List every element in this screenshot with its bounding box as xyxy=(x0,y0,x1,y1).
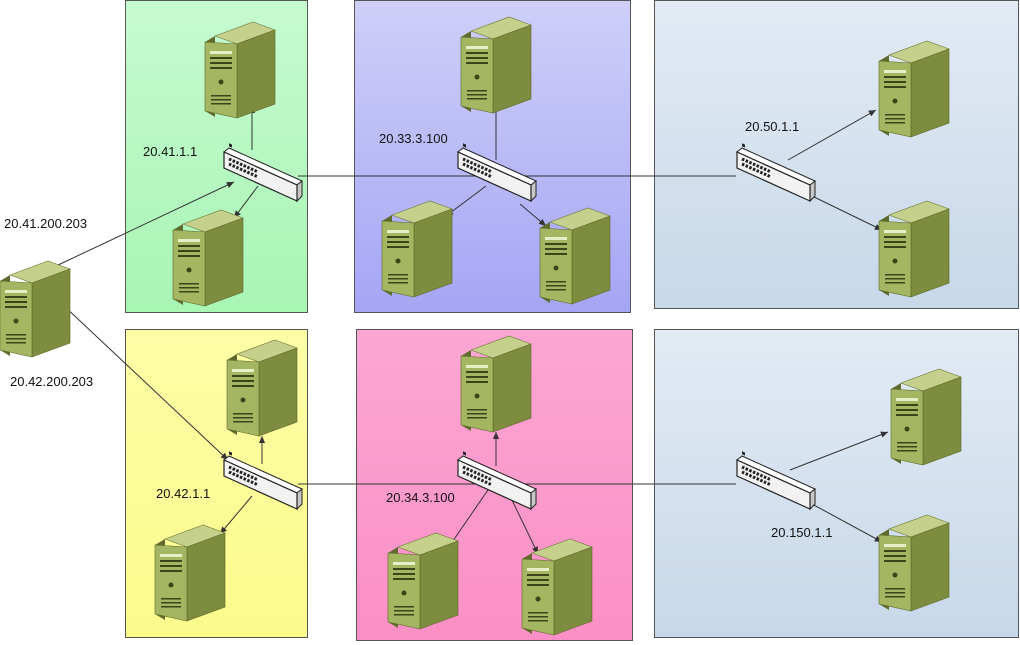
link-yellow-down xyxy=(219,495,253,535)
label-switch-green: 20.41.1.1 xyxy=(143,144,197,159)
label-switch-blue-top: 20.50.1.1 xyxy=(745,119,799,134)
link-purple-left xyxy=(445,185,487,217)
label-client-bottom: 20.42.200.203 xyxy=(10,374,93,389)
zone-blue-top xyxy=(654,0,1019,309)
server-icon xyxy=(460,335,532,433)
server-icon xyxy=(539,207,611,305)
server-icon xyxy=(0,260,71,358)
link-client-bottom xyxy=(61,303,229,461)
link-pink-left xyxy=(447,489,489,549)
server-icon xyxy=(878,40,950,138)
link-purple-right xyxy=(519,203,547,227)
server-icon xyxy=(172,209,244,307)
link-blue-bottom-down xyxy=(811,503,883,543)
link-green-down xyxy=(233,185,259,219)
server-icon xyxy=(381,200,453,298)
label-switch-pink: 20.34.3.100 xyxy=(386,490,455,505)
link-pink-right xyxy=(511,499,539,555)
link-client-top xyxy=(55,181,235,267)
link-blue-bottom-up xyxy=(789,431,889,471)
server-icon xyxy=(521,538,593,636)
label-switch-blue-bottom: 20.150.1.1 xyxy=(771,525,832,540)
server-icon xyxy=(226,339,298,437)
label-switch-purple: 20.33.3.100 xyxy=(379,131,448,146)
label-client-top: 20.41.200.203 xyxy=(4,216,87,231)
label-switch-yellow: 20.42.1.1 xyxy=(156,486,210,501)
server-icon xyxy=(878,514,950,612)
link-blue-top-up xyxy=(787,109,877,161)
server-icon xyxy=(890,368,962,466)
server-icon xyxy=(387,532,459,630)
server-icon xyxy=(204,21,276,119)
server-icon xyxy=(460,16,532,114)
server-icon xyxy=(878,200,950,298)
server-icon xyxy=(154,524,226,622)
link-blue-top-down xyxy=(811,195,883,231)
